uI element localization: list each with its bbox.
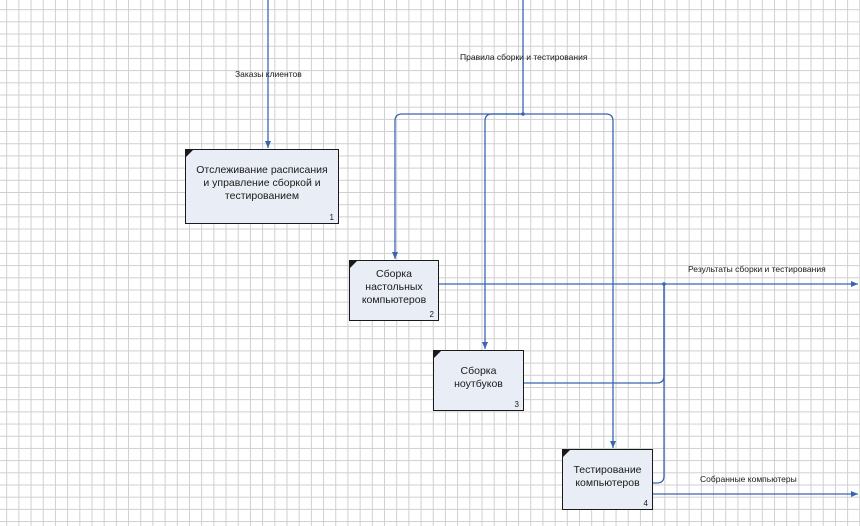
activity-box-2-number: 2	[429, 310, 434, 319]
orders-label: Заказы клиентов	[235, 69, 302, 79]
box-corner-mark	[563, 450, 570, 457]
activity-box-4[interactable]: Тестирование компьютеров 4	[562, 449, 653, 510]
activity-box-2[interactable]: Сборка настольных компьютеров 2	[349, 260, 439, 321]
activity-box-2-label: Сборка настольных компьютеров	[361, 268, 427, 306]
activity-box-1-label: Отслеживание расписания и управление сбо…	[196, 164, 328, 202]
box3-output-arrow[interactable]	[523, 284, 665, 384]
box-corner-mark	[434, 351, 441, 358]
activity-box-4-label: Тестирование компьютеров	[573, 463, 642, 489]
activity-box-1-number: 1	[329, 213, 334, 222]
box-corner-mark	[350, 261, 357, 268]
rules-label: Правила сборки и тестирования	[460, 52, 588, 62]
rules-to-box3-arrow[interactable]	[482, 113, 523, 349]
activity-box-3-label: Сборка ноутбуков	[454, 364, 503, 390]
assembled-label: Собранные компьютеры	[700, 474, 797, 484]
results-join-dot	[662, 282, 666, 286]
rules-to-box2-arrow[interactable]	[392, 113, 523, 259]
activity-box-1[interactable]: Отслеживание расписания и управление сбо…	[185, 149, 339, 224]
activity-box-3-number: 3	[514, 400, 519, 409]
activity-box-3[interactable]: Сборка ноутбуков 3	[433, 350, 524, 411]
rules-to-box4-arrow[interactable]	[523, 113, 616, 448]
activity-box-4-number: 4	[643, 499, 648, 508]
rules-branch-dot	[521, 112, 525, 116]
results-label: Результаты сборки и тестирования	[688, 264, 826, 274]
box4-output-arrow[interactable]	[653, 284, 665, 484]
box-corner-mark	[186, 150, 193, 157]
